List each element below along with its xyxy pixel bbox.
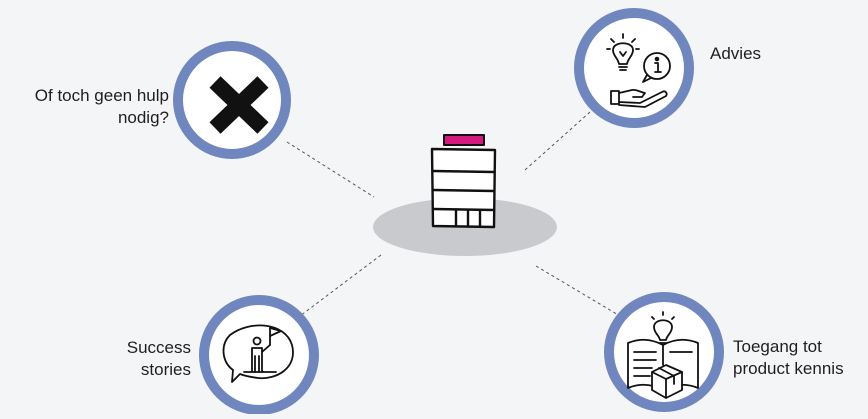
connector-success xyxy=(299,254,382,317)
label-knowledge: Toegang tot product kennis xyxy=(733,336,844,380)
label-line: Toegang tot xyxy=(733,337,822,356)
label-line: nodig? xyxy=(117,108,169,127)
label-line: Of toch geen hulp xyxy=(34,86,169,105)
center-node xyxy=(373,134,557,256)
label-line: stories xyxy=(140,360,191,379)
node-no-help xyxy=(173,41,291,159)
connector-advice xyxy=(524,111,591,171)
connectors xyxy=(286,111,621,317)
label-advice: Advies xyxy=(710,43,761,65)
label-success: Success stories xyxy=(127,337,191,381)
book-lightbulb-box-icon xyxy=(627,311,699,399)
lightbulb-info-hand-icon xyxy=(606,33,671,108)
connector-knowledge xyxy=(535,265,621,317)
connector-no-help xyxy=(286,141,375,198)
building-icon xyxy=(430,134,497,229)
label-line: product kennis xyxy=(733,359,844,378)
node-advice xyxy=(574,8,694,128)
node-success xyxy=(199,295,319,415)
cross-icon xyxy=(209,76,269,134)
label-line: Advies xyxy=(710,44,762,63)
label-no-help: Of toch geen hulp nodig? xyxy=(35,85,169,129)
flag-speech-bubble-icon xyxy=(222,324,294,383)
node-knowledge xyxy=(604,292,724,412)
label-line: Success xyxy=(126,338,191,357)
